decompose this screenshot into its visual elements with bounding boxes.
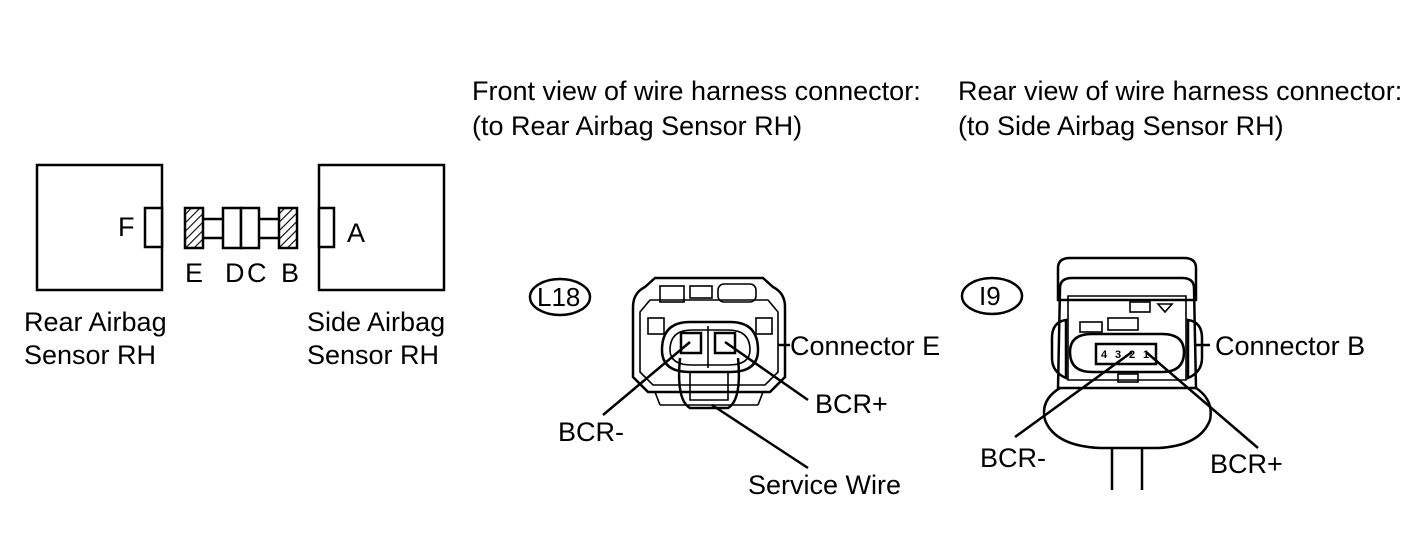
connector-e-name: Connector E: [790, 331, 940, 361]
connector-b-drawing: [1042, 256, 1212, 490]
rear-view-section: Rear view of wire harness connector: (to…: [958, 76, 1402, 490]
connector-code-badge-l18: [528, 277, 592, 317]
connector-code-i9: I9: [979, 281, 1001, 311]
side-airbag-sensor-box: [317, 163, 446, 292]
connector-f-label: F: [118, 212, 135, 242]
connector-code-l18: L18: [537, 282, 580, 312]
side-sensor-label-line1: Side Airbag: [307, 307, 445, 337]
connector-code-badge-i9: [960, 276, 1024, 316]
pin-number-2: 2: [1129, 349, 1135, 361]
connector-c-letter: C: [247, 258, 267, 288]
connector-e-plug: [183, 206, 205, 250]
layout-diagram: F E D C B A Rear Airbag Sensor RH Side A…: [24, 163, 446, 370]
front-view-title: Front view of wire harness connector:: [472, 76, 921, 106]
connector-c-plug: [239, 206, 261, 250]
front-bcr-plus-label: BCR+: [815, 389, 888, 419]
rear-bcr-plus-label: BCR+: [1210, 449, 1283, 479]
connector-d-plug: [221, 206, 243, 250]
pin-number-3: 3: [1115, 349, 1121, 361]
rear-bcr-minus-label: BCR-: [980, 443, 1046, 473]
pin-number-4: 4: [1101, 349, 1108, 361]
connector-e-drawing: [631, 276, 787, 410]
rear-sensor-label-line2: Sensor RH: [24, 340, 156, 370]
connector-a-socket: [317, 206, 336, 249]
side-sensor-label-line2: Sensor RH: [307, 340, 439, 370]
connector-e-letter: E: [185, 258, 203, 288]
front-view-subtitle: (to Rear Airbag Sensor RH): [472, 111, 802, 141]
rear-view-title: Rear view of wire harness connector:: [958, 76, 1402, 106]
front-view-section: Front view of wire harness connector: (t…: [472, 76, 940, 500]
service-wire-label: Service Wire: [748, 470, 901, 500]
rear-view-subtitle: (to Side Airbag Sensor RH): [958, 111, 1284, 141]
rear-sensor-label-line1: Rear Airbag: [24, 307, 167, 337]
pin-number-1: 1: [1143, 349, 1149, 361]
rear-airbag-sensor-box: [35, 163, 164, 292]
connector-b-plug: [277, 206, 299, 250]
connector-b-letter: B: [281, 258, 299, 288]
connector-b-name: Connector B: [1215, 331, 1365, 361]
wire-harness: [183, 206, 299, 250]
connector-d-letter: D: [225, 258, 245, 288]
connector-f-socket: [143, 206, 164, 249]
connector-a-label: A: [347, 218, 365, 248]
front-bcr-minus-label: BCR-: [558, 417, 624, 447]
